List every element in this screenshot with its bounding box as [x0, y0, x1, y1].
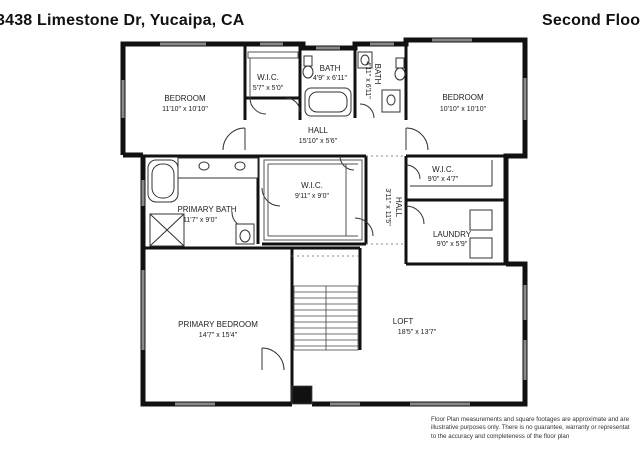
bedroom-right-name: BEDROOM	[442, 93, 484, 102]
bedroom-left-dims: 11'10" x 10'10"	[162, 106, 208, 113]
bedroom-left-name: BEDROOM	[164, 94, 206, 103]
bedroom-right-dims: 10'10" x 10'10"	[440, 106, 487, 113]
hall-vertical-name: HALL	[394, 197, 403, 218]
bath-vertical-name: BATH	[373, 64, 382, 85]
property-address: 3438 Limestone Dr, Yucaipa, CA	[0, 12, 245, 29]
floor-label: Second Floo	[542, 12, 640, 29]
closet-shelves	[247, 51, 363, 241]
hall-openings	[292, 155, 406, 257]
fixtures	[147, 51, 493, 259]
room-labels: BEDROOM 11'10" x 10'10" W.I.C. 5'7" x 5'…	[162, 61, 486, 339]
bath-name: BATH	[320, 64, 341, 73]
laundry-dims: 9'0" x 5'9"	[437, 241, 468, 248]
primary-bath-dims: 11'7" x 9'0"	[183, 217, 217, 224]
wic-center-name: W.I.C.	[301, 181, 323, 190]
laundry-name: LAUNDRY	[433, 230, 472, 239]
doors	[222, 97, 429, 371]
hall-top-dims: 15'10" x 5'6"	[299, 138, 338, 145]
staircase	[291, 285, 359, 405]
bath-dims: 4'9" x 6'11"	[313, 75, 347, 82]
wic-center-dims: 9'11" x 9'0"	[295, 193, 329, 200]
disclaimer-line-2: illustrative purposes only. There is no …	[431, 424, 630, 432]
hall-top-name: HALL	[308, 126, 329, 135]
wic-top-name: W.I.C.	[257, 73, 279, 82]
loft-name: LOFT	[393, 317, 414, 326]
disclaimer-line-3: to the accuracy and completeness of the …	[431, 432, 570, 440]
floor-plan-disclaimer: Floor Plan measurements and square foota…	[431, 416, 640, 441]
wic-right-name: W.I.C.	[432, 165, 454, 174]
wic-top-dims: 5'7" x 5'0"	[253, 85, 284, 92]
wic-right-dims: 9'0" x 4'7"	[428, 176, 459, 183]
primary-bath-name: PRIMARY BATH	[177, 205, 236, 214]
primary-bedroom-name: PRIMARY BEDROOM	[178, 320, 258, 329]
hall-vertical-dims: 3'11" x 11'5"	[384, 188, 391, 226]
primary-bedroom-dims: 14'7" x 15'4"	[199, 332, 238, 339]
bath-vertical-dims: 4'11" x 6'11"	[364, 61, 371, 99]
disclaimer-line-1: Floor Plan measurements and square foota…	[431, 416, 630, 423]
interior-walls	[123, 40, 506, 404]
loft-dims: 18'5" x 13'7"	[398, 329, 437, 336]
